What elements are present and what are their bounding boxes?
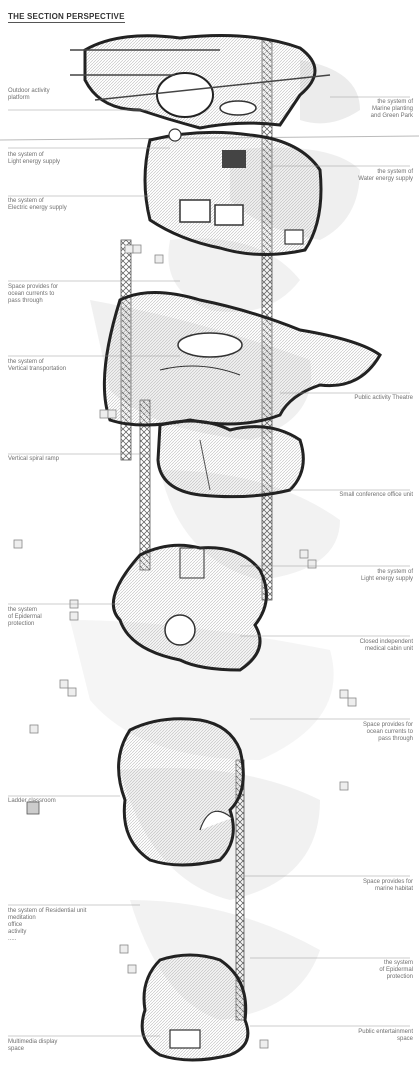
label-marine-planting: the system of Marine planting and Green … [370,99,413,119]
module-classroom [117,717,245,867]
label-water-energy: the system of Water energy supply [358,169,413,182]
label-outdoor-activity: Outdoor activity platform [8,88,50,101]
module-conference [156,419,305,499]
label-ocean-currents-1: Space provides for ocean currents to pas… [8,284,59,304]
floating-blocks [13,244,357,1049]
section-title: THE SECTION PERSPECTIVE [8,12,125,23]
leader-lines [8,96,410,1037]
label-multimedia: Multimedia display space [8,1039,58,1052]
module-energy [143,128,323,256]
label-spiral-ramp: Vertical spiral ramp [8,456,60,462]
label-light-energy-top: the system of Light energy supply [8,152,61,165]
module-theatre [102,291,382,427]
label-public-entertainment: Public entertainment space [358,1029,413,1042]
label-medical-cabin: Closed independent medical cabin unit [359,639,413,652]
label-residential-unit: the system of Residential unit meditatio… [8,908,87,942]
module-top [70,34,331,130]
label-light-energy-mid: the system of Light energy supply [360,569,413,582]
label-marine-habitat: Space provides for marine habitat [362,879,413,892]
module-multimedia [140,953,250,1062]
label-ladder-classroom: Ladder classroom [8,798,56,804]
label-vertical-transport: the system of Vertical transportation [8,359,67,372]
module-medical [111,543,268,672]
label-conference-office: Small conference office unit [339,492,413,498]
label-epidermal-left: the system of Epidermal protection [8,607,42,627]
label-public-theatre: Public activity Theatre [354,395,413,401]
label-ocean-currents-2: Space provides for ocean currents to pas… [362,722,413,742]
label-electric-energy: the system of Electric energy supply [8,198,67,211]
label-epidermal-right: the system of Epidermal protection [379,960,413,980]
